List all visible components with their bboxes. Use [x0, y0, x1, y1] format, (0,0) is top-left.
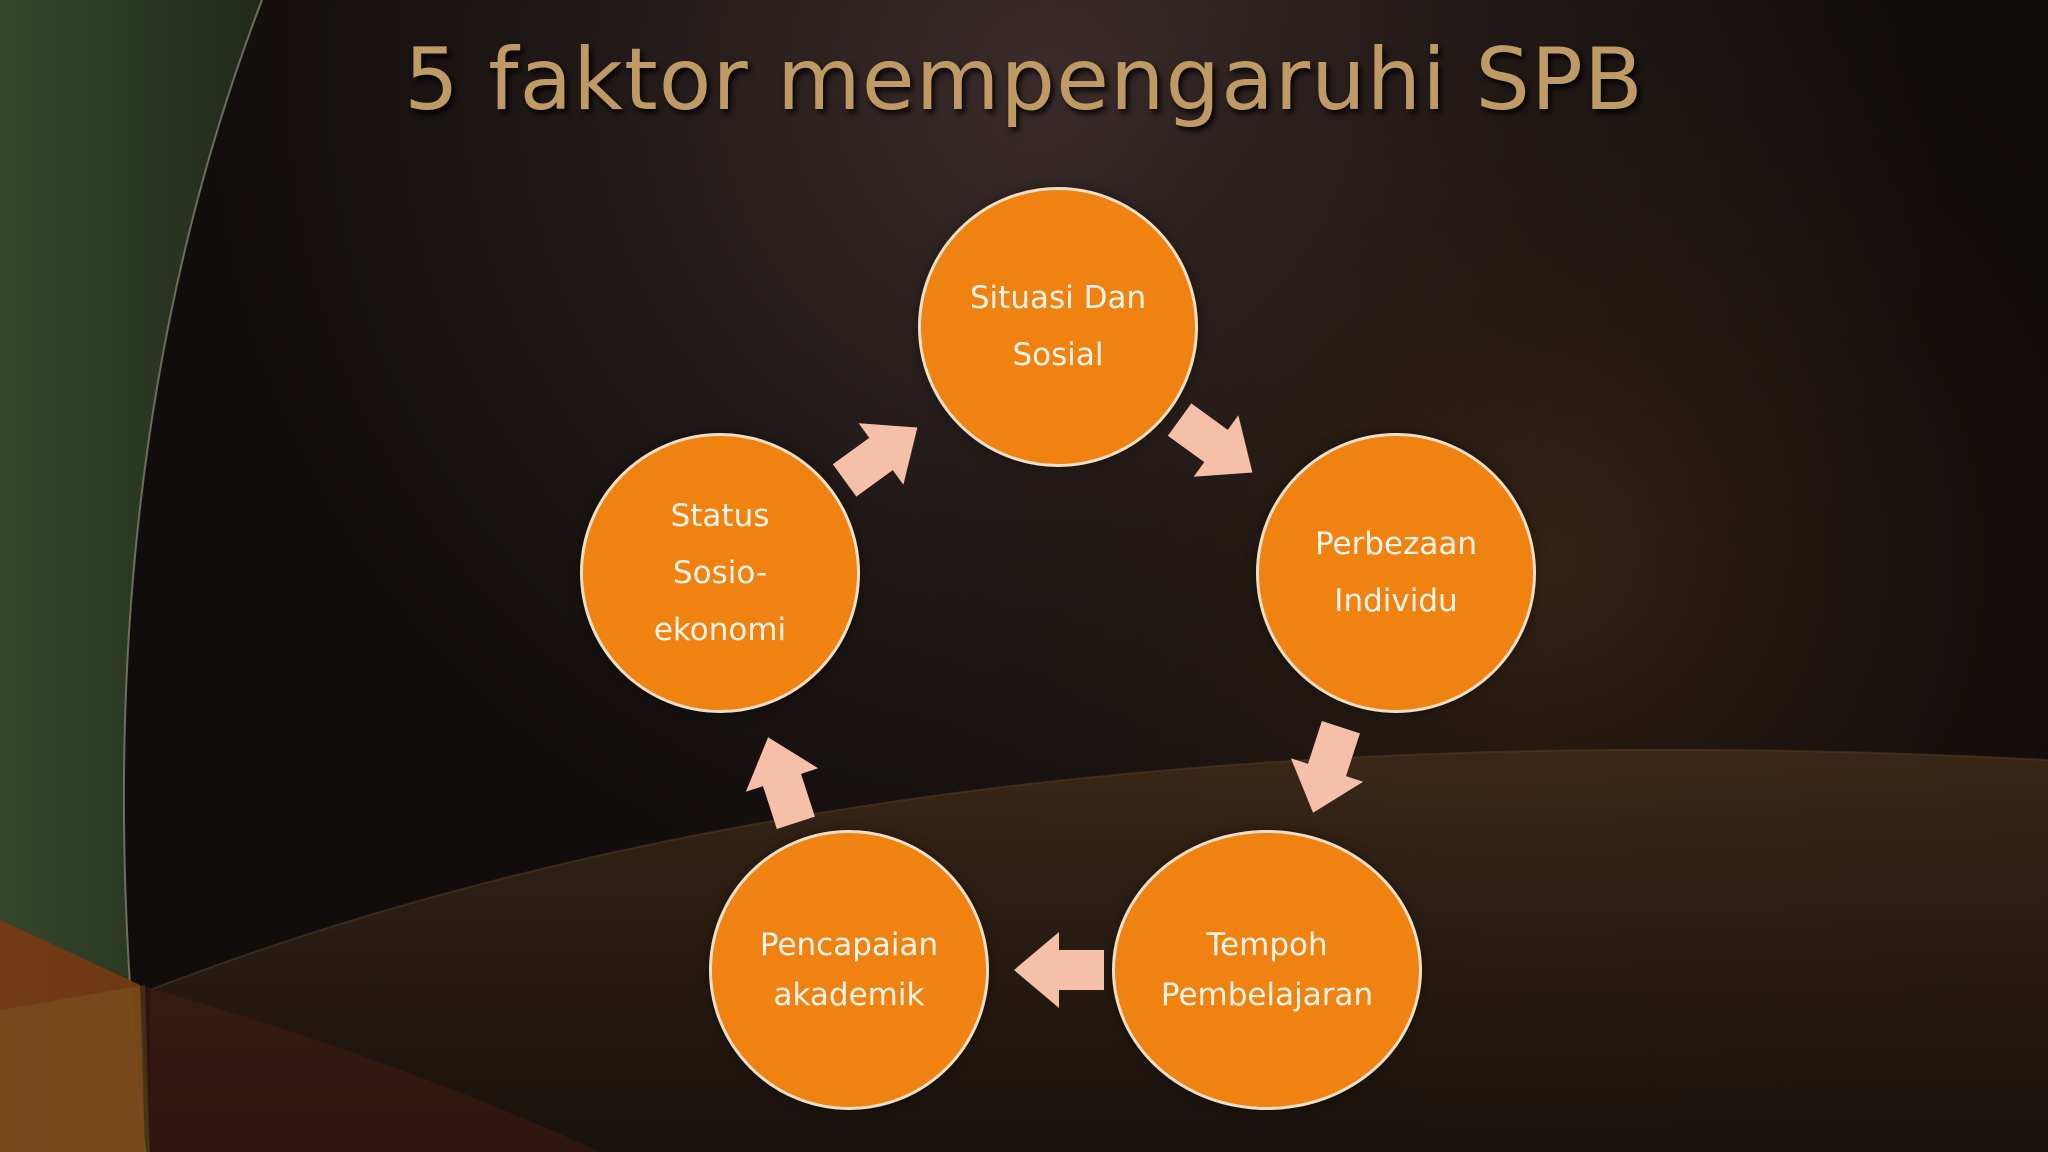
node-label-line: Tempoh [1206, 927, 1328, 963]
node-label-line: Sosial [1012, 337, 1104, 373]
node-label-line: ekonomi [653, 611, 787, 648]
node-pencapaian-akademik: Pencapaian akademik [709, 830, 989, 1110]
node-label: Status Sosio- ekonomi [654, 488, 786, 659]
node-situasi-dan-sosial: Situasi Dan Sosial [918, 187, 1198, 467]
arrow-shape [1014, 932, 1104, 1008]
node-label-line: akademik [773, 977, 925, 1013]
node-label: Tempoh Pembelajaran [1161, 920, 1373, 1020]
node-label-line: Sosio- [672, 554, 768, 591]
node-label-line: Pembelajaran [1160, 977, 1374, 1013]
arrow-shape [832, 423, 918, 497]
cycle-arrow-1-icon [1167, 403, 1253, 477]
node-label-line: Situasi Dan [969, 280, 1147, 316]
node-label-line: Perbezaan [1314, 526, 1478, 562]
node-label-line: Pencapaian [759, 927, 939, 963]
node-label: Perbezaan Individu [1315, 516, 1477, 630]
node-tempoh-pembelajaran: Tempoh Pembelajaran [1112, 830, 1422, 1110]
node-label: Situasi Dan Sosial [970, 270, 1146, 384]
cycle-arrow-4-icon [745, 737, 819, 829]
node-label-line: Status [670, 497, 770, 534]
node-label: Pencapaian akademik [760, 920, 938, 1020]
arrow-shape [745, 737, 819, 829]
cycle-arrow-2-icon [1290, 721, 1364, 813]
cycle-arrow-5-icon [832, 423, 918, 497]
slide-title: 5 faktor mempengaruhi SPB [404, 30, 1644, 130]
node-status-sosio-ekonomi: Status Sosio- ekonomi [580, 433, 860, 713]
arrow-shape [1167, 403, 1253, 477]
node-perbezaan-individu: Perbezaan Individu [1256, 433, 1536, 713]
arrow-shape [1290, 721, 1364, 813]
node-label-line: Individu [1334, 583, 1458, 619]
cycle-arrow-3-icon [1014, 932, 1104, 1008]
